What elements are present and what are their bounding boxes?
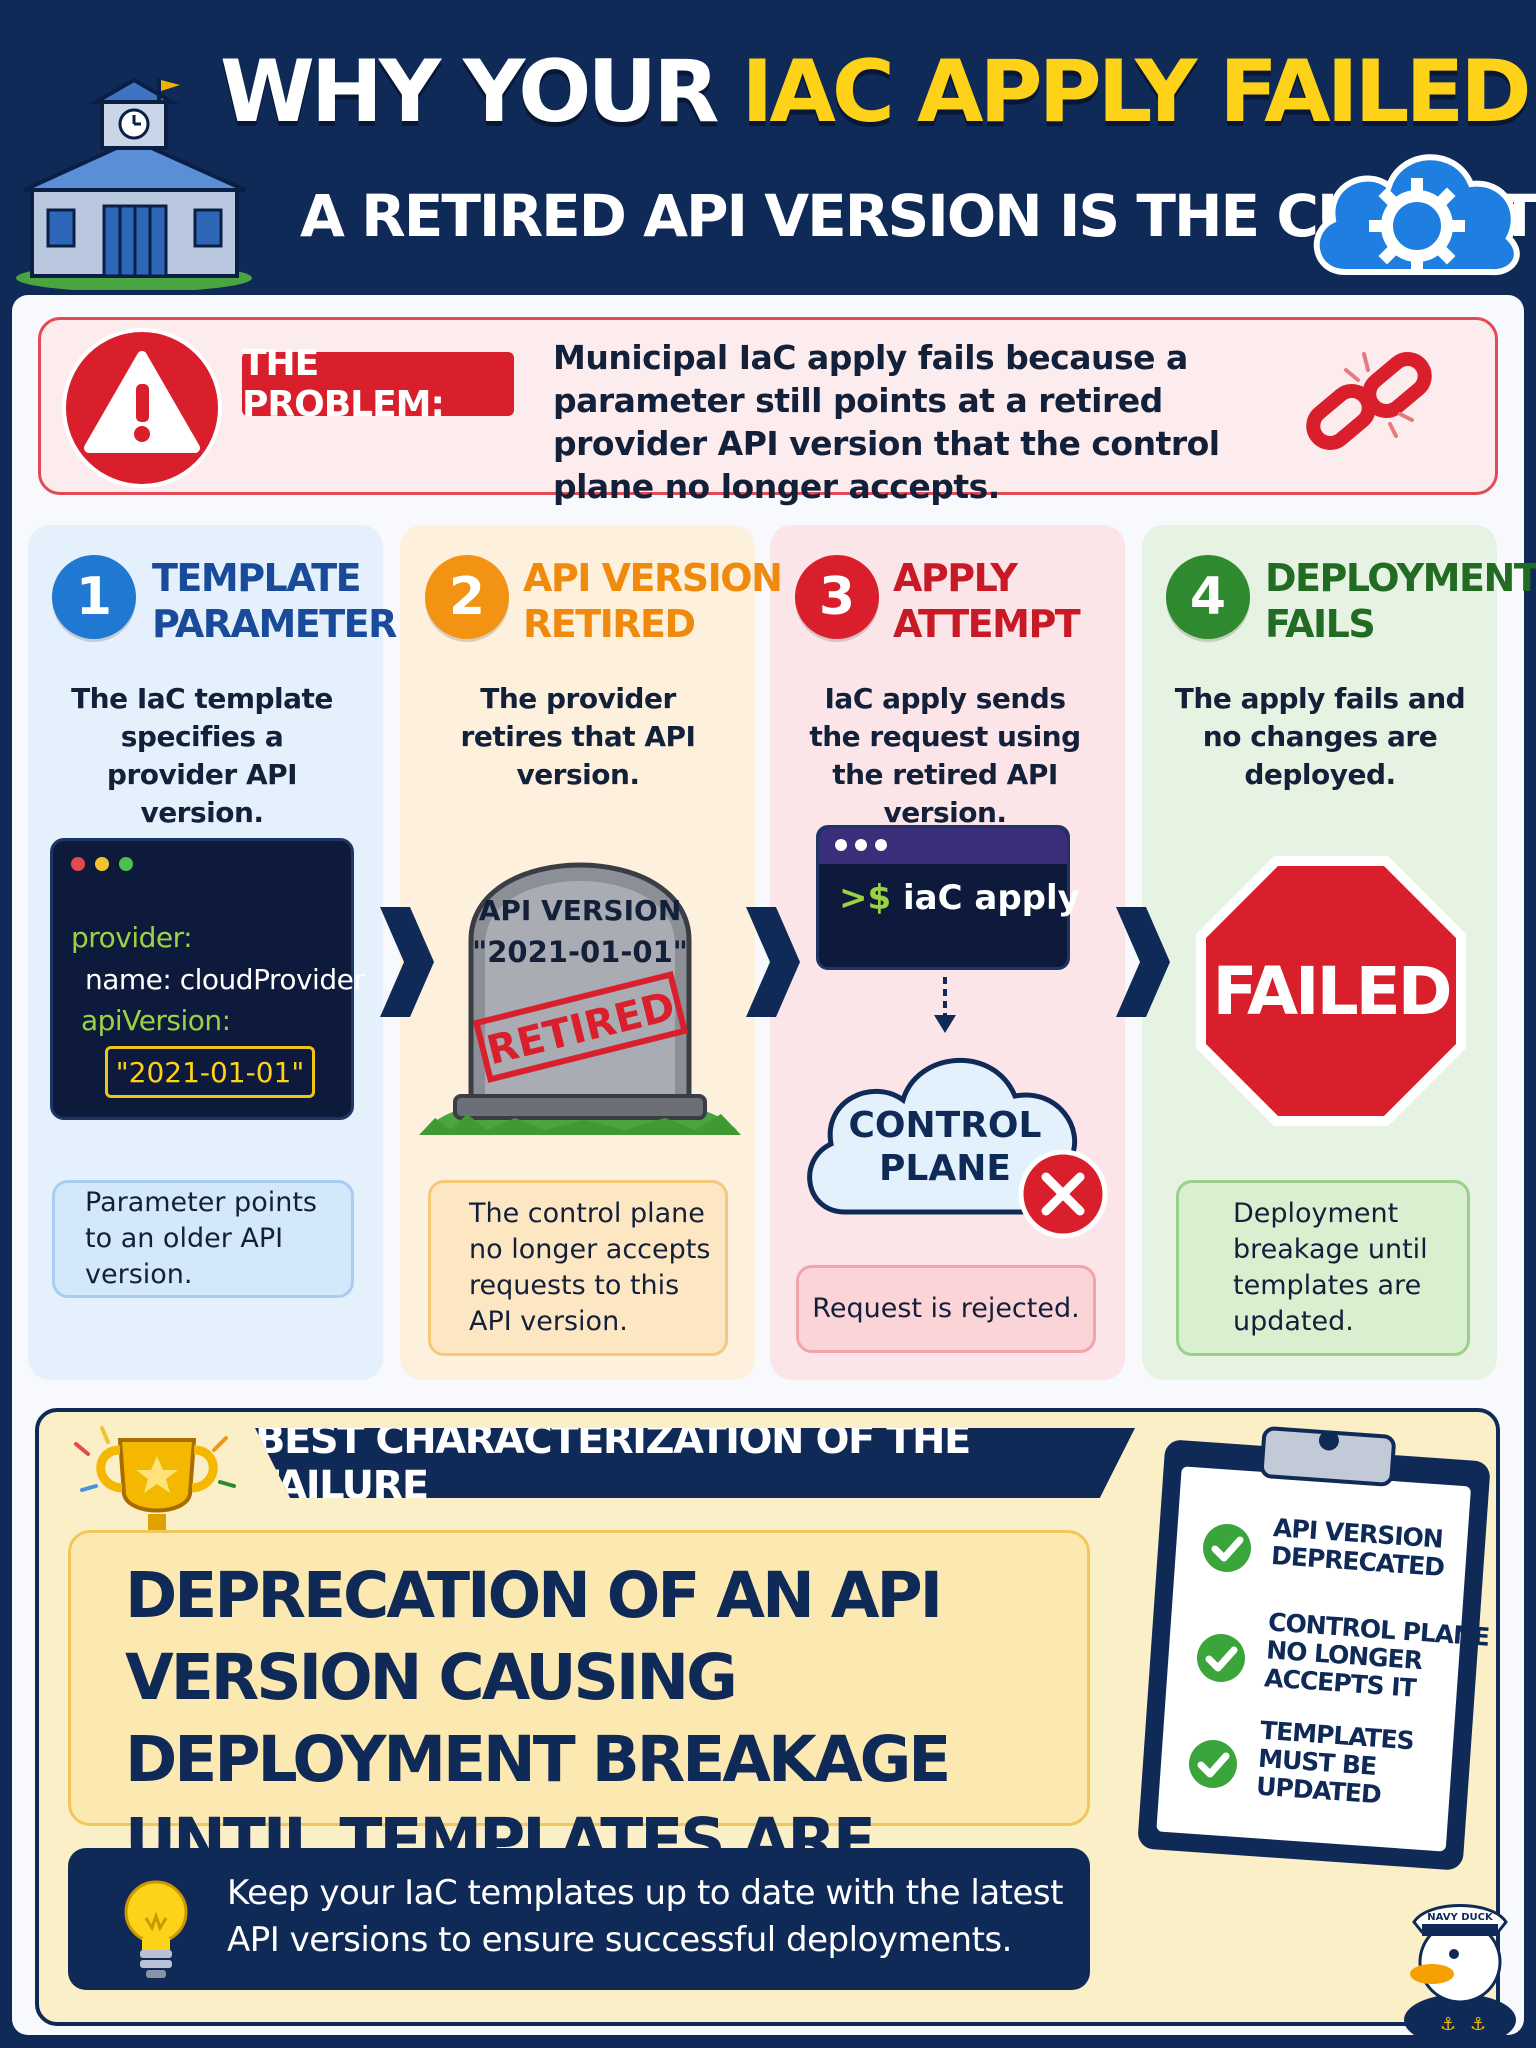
code-line-apiversion: apiVersion: [81,1004,231,1037]
answer-box [68,1530,1090,1826]
stop-sign-text: FAILED [1212,953,1449,1030]
duck-mascot-icon: NAVY DUCK ⚓ ⚓ [1404,1904,1516,2040]
step-1-description: The IaC template specifies a provider AP… [71,682,333,829]
step-4-note: Deployment breakage until templates are … [1176,1180,1470,1356]
code-line-name: name: cloudProvider [85,963,365,996]
lightbulb-icon [124,1880,188,1978]
error-x-icon [1018,1149,1108,1239]
svg-text:⚓: ⚓ [1440,2014,1456,2035]
warning-icon [62,328,222,488]
checkmark-icon [1197,1634,1245,1682]
cloud-gear-icon [1313,154,1520,276]
step-1-number: 1 [52,555,136,639]
code-editor-window: provider: name: cloudProvider apiVersion… [50,838,365,1120]
step-2-note: The control plane no longer accepts requ… [428,1180,728,1356]
problem-text: Municipal IaC apply fails because a para… [553,338,1220,506]
code-api-version-value: "2021-01-01" [105,1046,315,1098]
arrow-right-icon [746,907,800,1017]
checkmark-icon [1203,1524,1251,1572]
arrow-right-icon [380,907,434,1017]
stop-sign-icon: FAILED [1196,856,1466,1126]
step-1-note: Parameter points to an older API version… [52,1180,354,1298]
checkmark-icon [1189,1740,1237,1788]
step-2-description: The provider retires that API version. [460,682,696,791]
step-4-description: The apply fails and no changes are deplo… [1174,682,1466,791]
step-3-note: Request is rejected. [796,1265,1096,1353]
tombstone-line-1: API VERSION [479,894,682,927]
step-4-number: 4 [1166,555,1250,639]
conclusion-banner: BEST CHARACTERIZATION OF THE FAILURE [255,1428,1135,1498]
arrow-right-icon [1116,907,1170,1017]
page-title: WHY YOUR IAC APPLY FAILED [220,42,1532,142]
tip-text: Keep your IaC templates up to date with … [227,1873,1063,1960]
tombstone-line-2: "2021-01-01" [472,935,688,969]
cloud-line-1: CONTROL [849,1105,1042,1146]
broken-chain-icon [1306,352,1432,450]
problem-label: THE PROBLEM: [242,343,514,425]
page-subtitle: A RETIRED API VERSION IS THE CULPRIT [300,182,1536,250]
step-3-description: IaC apply sends the request using the re… [809,682,1081,829]
step-2-number: 2 [425,555,509,639]
window-dots [71,857,133,871]
control-plane-cloud-icon: CONTROL PLANE [807,1058,1108,1239]
terminal-window: >$ iaC apply [816,825,1080,970]
header [0,0,1536,295]
mascot-hat-text: NAVY DUCK [1427,1912,1494,1923]
tip-box [68,1848,1090,1990]
cloud-line-2: PLANE [879,1148,1011,1189]
tombstone-icon: API VERSION "2021-01-01" RETIRED [419,862,741,1135]
terminal-command: >$ iaC apply [839,878,1080,918]
arrow-down-icon [934,977,956,1033]
terminal-titlebar [819,828,1067,864]
step-3-number: 3 [795,555,879,639]
city-hall-icon [16,78,252,290]
svg-text:⚓: ⚓ [1470,2014,1486,2035]
code-line-provider: provider: [71,921,193,954]
